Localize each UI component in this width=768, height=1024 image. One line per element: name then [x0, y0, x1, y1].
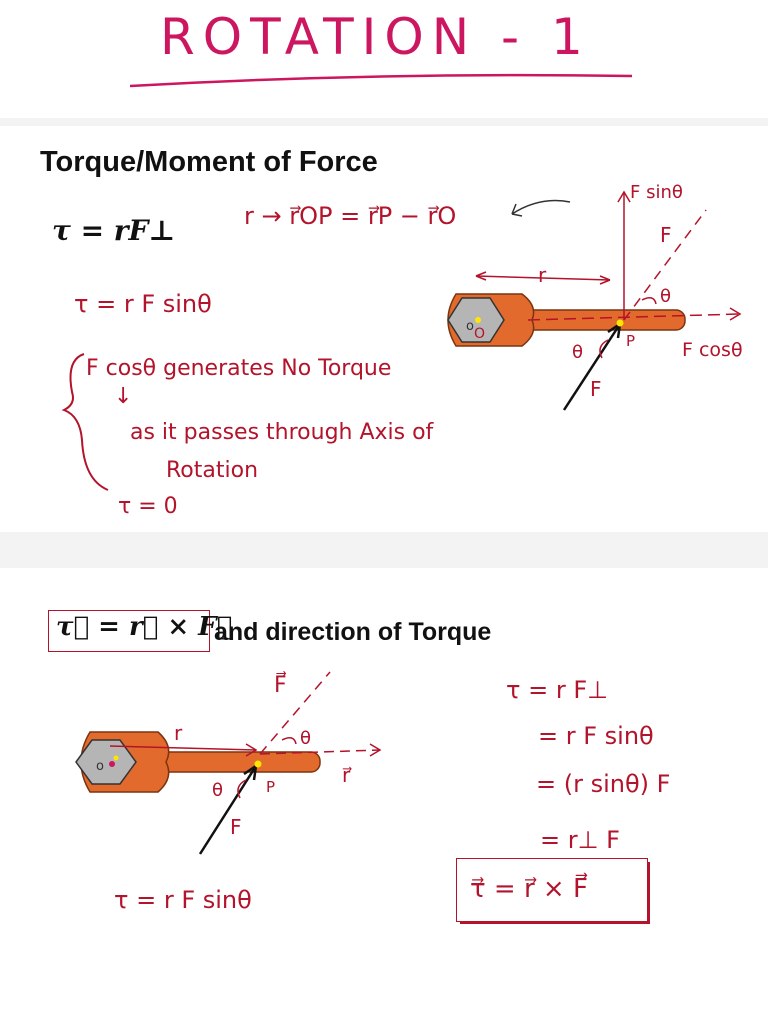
- point-p: [616, 319, 624, 327]
- label-fsin: F sinθ: [630, 182, 683, 203]
- label-p: P: [626, 332, 635, 350]
- vector-definition: r → r⃗OP = r⃗P − r⃗O: [244, 202, 457, 230]
- label-fcos: F cosθ: [682, 339, 743, 361]
- section2-heading: and direction of Torque: [214, 618, 492, 646]
- label-f-dashed: F: [660, 223, 672, 247]
- vector-formula-box: [48, 610, 210, 652]
- boxed-result: [456, 858, 648, 922]
- top-title-panel: [0, 0, 768, 118]
- wrench-handle-2: [159, 751, 321, 773]
- label-f: F: [590, 377, 602, 401]
- wrench-diagram-1: o O r F cosθ F sinθ F θ F θ P: [447, 182, 743, 411]
- page-title: ROTATION - 1: [160, 8, 591, 66]
- section1-heading: Torque/Moment of Force: [40, 146, 378, 178]
- label-theta-bottom-2: θ: [212, 780, 223, 801]
- label-r-2: r: [174, 721, 183, 745]
- label-o: O: [474, 326, 485, 342]
- wrench-diagram-2: o r r⃗ F⃗ θ F θ P: [75, 671, 382, 855]
- derivation-line4: = r⊥ F: [540, 826, 620, 854]
- note-line3: Rotation: [166, 458, 259, 483]
- derivation-line3: = (r sinθ) F: [536, 770, 671, 798]
- derivation-line1: τ = r F⊥: [506, 676, 609, 704]
- note-brace: [61, 199, 571, 491]
- label-theta-bottom: θ: [572, 342, 583, 363]
- vector-torque-formula: τ⃗ = r⃗ × F⃗: [56, 612, 233, 642]
- torque-formula: τ = rF⊥: [52, 214, 176, 247]
- section2-panel: [0, 568, 768, 1024]
- note-line1: F cosθ generates No Torque: [86, 356, 392, 381]
- point-p-2: [254, 760, 262, 768]
- derivation-line2: = r F sinθ: [538, 722, 654, 750]
- label-theta-top: θ: [660, 286, 671, 307]
- note-arrow: ↓: [114, 384, 133, 409]
- label-r-vec: r⃗: [342, 763, 352, 787]
- axis-point: [475, 317, 481, 323]
- equation-sin: τ = r F sinθ: [74, 290, 212, 318]
- note-result: τ = 0: [118, 494, 178, 519]
- label-p-2: P: [266, 778, 275, 796]
- label-f-vec: F⃗: [274, 671, 287, 698]
- svg-text:o: o: [466, 319, 474, 334]
- label-f-2: F: [230, 815, 242, 839]
- equation-bottom: τ = r F sinθ: [114, 886, 252, 914]
- nut-hexagon-2: [75, 739, 137, 785]
- label-theta-top-2: θ: [300, 728, 311, 749]
- label-r-1: r: [538, 263, 547, 287]
- note-line2: as it passes through Axis of: [130, 420, 434, 445]
- svg-text:o: o: [96, 759, 104, 774]
- boxed-result-text: τ⃗ = r⃗ × F⃗: [470, 874, 588, 904]
- title-underline: [129, 73, 633, 88]
